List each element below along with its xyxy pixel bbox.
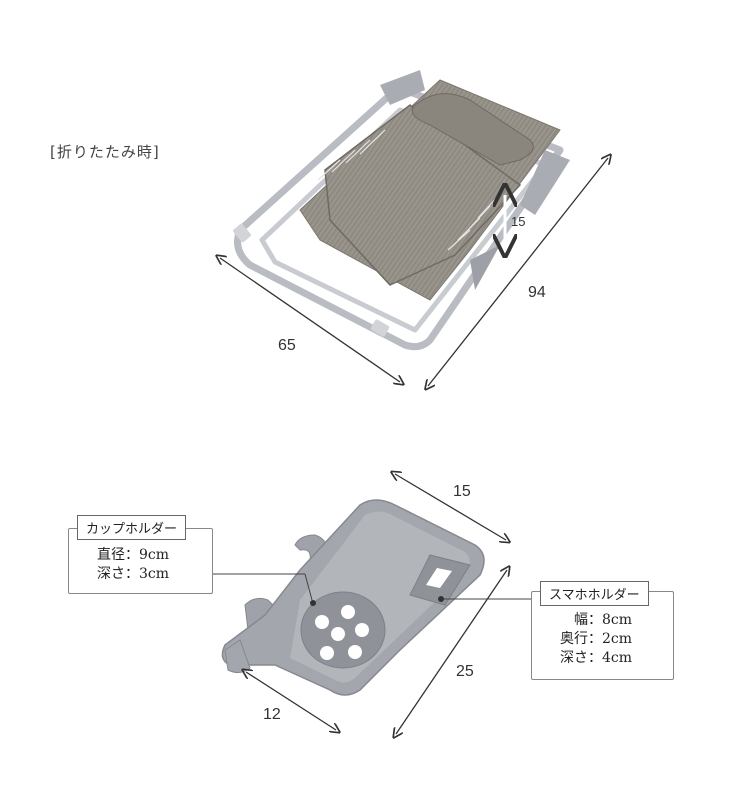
width-arrow: [220, 258, 400, 382]
cup-holder-title: カップホルダー: [77, 515, 187, 540]
chair-length-label: 94: [528, 284, 546, 301]
tray-depth-label: 12: [263, 706, 281, 723]
folded-chair-image: [233, 70, 570, 351]
tray-length-label: 25: [456, 663, 474, 680]
side-tray-image: [221, 499, 485, 696]
cup-depth-text: 深さ：3cm: [97, 566, 170, 582]
cup-diameter-text: 直径：9cm: [97, 547, 170, 563]
cup-leader-dot: [310, 600, 316, 606]
tray-length-arrow: [396, 570, 507, 734]
phone-holder-title: スマホホルダー: [540, 581, 649, 606]
chair-width-label: 65: [278, 337, 296, 354]
tray-width-label: 15: [453, 483, 471, 500]
phone-length-text: 奥行：2cm: [560, 631, 633, 647]
phone-leader-dot: [438, 596, 444, 602]
phone-width-text: 幅：8cm: [574, 612, 633, 628]
folded-label: [折りたたみ時]: [50, 143, 160, 161]
chair-thickness-label: 15: [511, 214, 526, 229]
tray-depth-arrow: [246, 672, 336, 730]
tray-width-arrow: [395, 474, 506, 540]
phone-depth-text: 深さ：4cm: [560, 650, 633, 666]
length-arrow: [428, 158, 608, 386]
